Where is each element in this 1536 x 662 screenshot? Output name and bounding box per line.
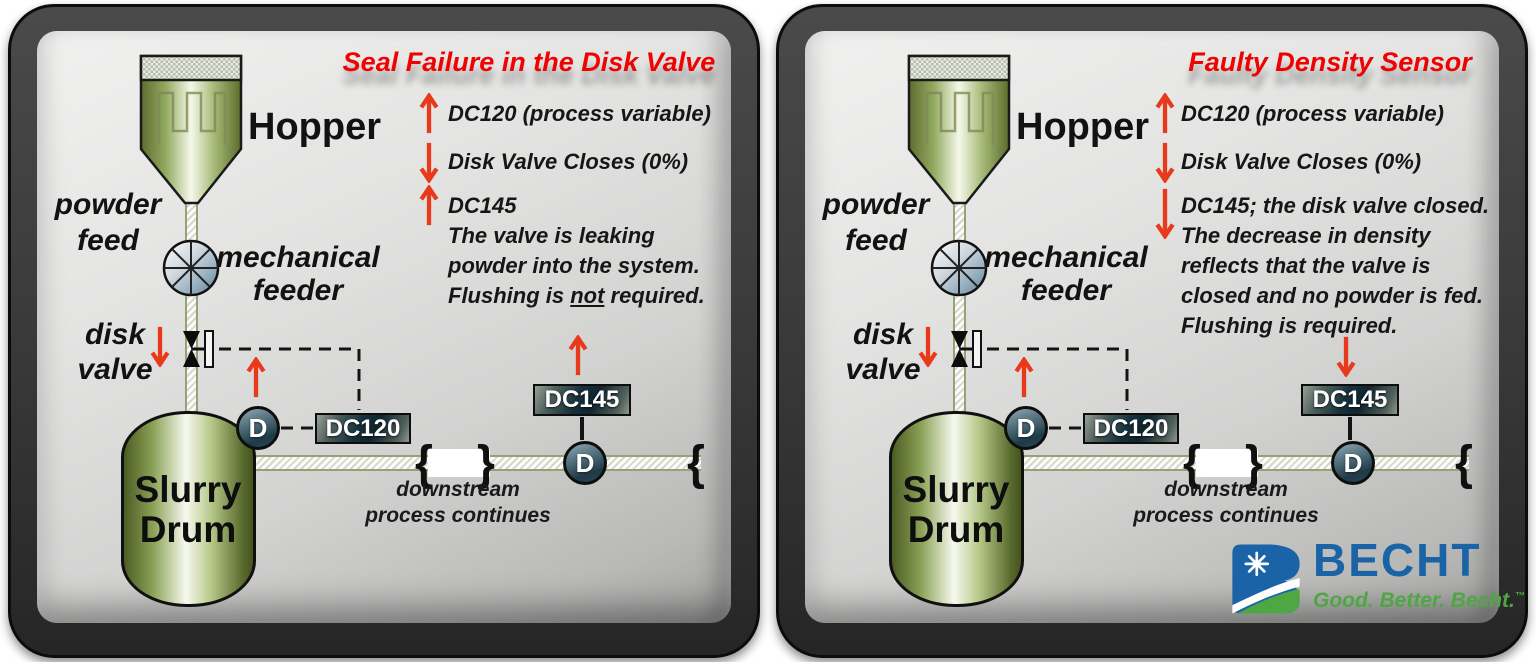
down-arrow-icon xyxy=(917,325,939,367)
becht-tagline: Good. Better. Becht.™ xyxy=(1313,589,1525,612)
annotation-disk-valve: Disk Valve Closes (0%) xyxy=(1181,149,1422,174)
slurry-drum-label: Drum xyxy=(907,509,1005,550)
slurry-drum-label: Slurry xyxy=(902,469,1010,510)
up-arrow-icon xyxy=(418,93,440,135)
hopper-label: Hopper xyxy=(248,106,381,148)
annotation-line: closed and no powder is fed. xyxy=(1181,283,1483,308)
density-element-pipe: D xyxy=(1331,441,1375,485)
up-arrow-icon xyxy=(418,185,440,227)
annotation-dc120: DC120 (process variable) xyxy=(448,101,711,126)
becht-logo-icon xyxy=(1232,544,1300,614)
density-element-drum: D xyxy=(236,406,280,450)
mechanical-feeder-symbol xyxy=(930,239,988,297)
slurry-drum xyxy=(889,411,1024,607)
slurry-drum xyxy=(121,411,256,607)
panel-faulty-sensor: Faulty Density Sensor DC120 (process var… xyxy=(776,4,1528,658)
down-arrow-icon xyxy=(418,141,440,183)
annotation-line: DC145 xyxy=(448,193,517,218)
down-arrow-icon xyxy=(149,325,171,367)
disk-valve-symbol xyxy=(951,330,982,368)
dc145-instrument: DC145 xyxy=(1301,384,1399,416)
signal-lines xyxy=(219,347,584,440)
density-element-pipe: D xyxy=(563,441,607,485)
annotation-disk-valve: Disk Valve Closes (0%) xyxy=(448,149,689,174)
signal-lines xyxy=(987,347,1352,440)
pipe-break-icon: { xyxy=(415,434,433,490)
hopper-vessel xyxy=(907,54,1011,205)
annotation-line: powder into the system. xyxy=(448,253,700,278)
panel-title: Faulty Density Sensor xyxy=(1188,47,1472,77)
pipe-break-icon: } xyxy=(1245,434,1263,490)
hopper-label: Hopper xyxy=(1016,106,1149,148)
up-arrow-icon xyxy=(1154,93,1176,135)
pipe-break-icon: { xyxy=(687,434,705,490)
hopper-vessel xyxy=(139,54,243,205)
annotation-dc145: DC145 The valve is leaking powder into t… xyxy=(448,191,705,311)
pipe-break-gap xyxy=(428,449,490,477)
annotation-line: Flushing is not required. xyxy=(448,283,705,308)
dc120-instrument: DC120 xyxy=(315,413,411,444)
dc120-instrument: DC120 xyxy=(1083,413,1179,444)
up-arrow-icon xyxy=(567,335,589,377)
down-arrow-icon xyxy=(1154,187,1176,239)
down-arrow-icon xyxy=(1154,141,1176,183)
disk-valve-symbol xyxy=(183,330,214,368)
slurry-drum-label: Slurry xyxy=(134,469,242,510)
annotation-line: reflects that the valve is xyxy=(1181,253,1431,278)
panel-seal-failure: Seal Failure in the Disk Valve DC120 (pr… xyxy=(8,4,760,658)
annotation-dc120: DC120 (process variable) xyxy=(1181,101,1444,126)
pipe-break-icon: { xyxy=(1455,434,1473,490)
dc145-instrument: DC145 xyxy=(533,384,631,416)
annotation-line: The valve is leaking xyxy=(448,223,655,248)
becht-wordmark: BECHT xyxy=(1313,534,1482,586)
annotation-line: The decrease in density xyxy=(1181,223,1431,248)
pipe-break-icon: } xyxy=(477,434,495,490)
annotation-line: DC145; the disk valve closed. xyxy=(1181,193,1490,218)
annotation-line: Flushing is required. xyxy=(1181,313,1398,338)
density-element-drum: D xyxy=(1004,406,1048,450)
slurry-drum-label: Drum xyxy=(139,509,237,550)
mechanical-feeder-symbol xyxy=(162,239,220,297)
up-arrow-icon xyxy=(245,357,267,399)
annotation-dc145: DC145; the disk valve closed. The decrea… xyxy=(1181,191,1489,341)
pipe-break-gap xyxy=(1196,449,1258,477)
up-arrow-icon xyxy=(1013,357,1035,399)
panel-title: Seal Failure in the Disk Valve xyxy=(342,47,716,77)
becht-logo: BECHT Good. Better. Becht.™ xyxy=(1229,537,1525,621)
pipe-break-icon: { xyxy=(1183,434,1201,490)
down-arrow-icon xyxy=(1335,335,1357,377)
